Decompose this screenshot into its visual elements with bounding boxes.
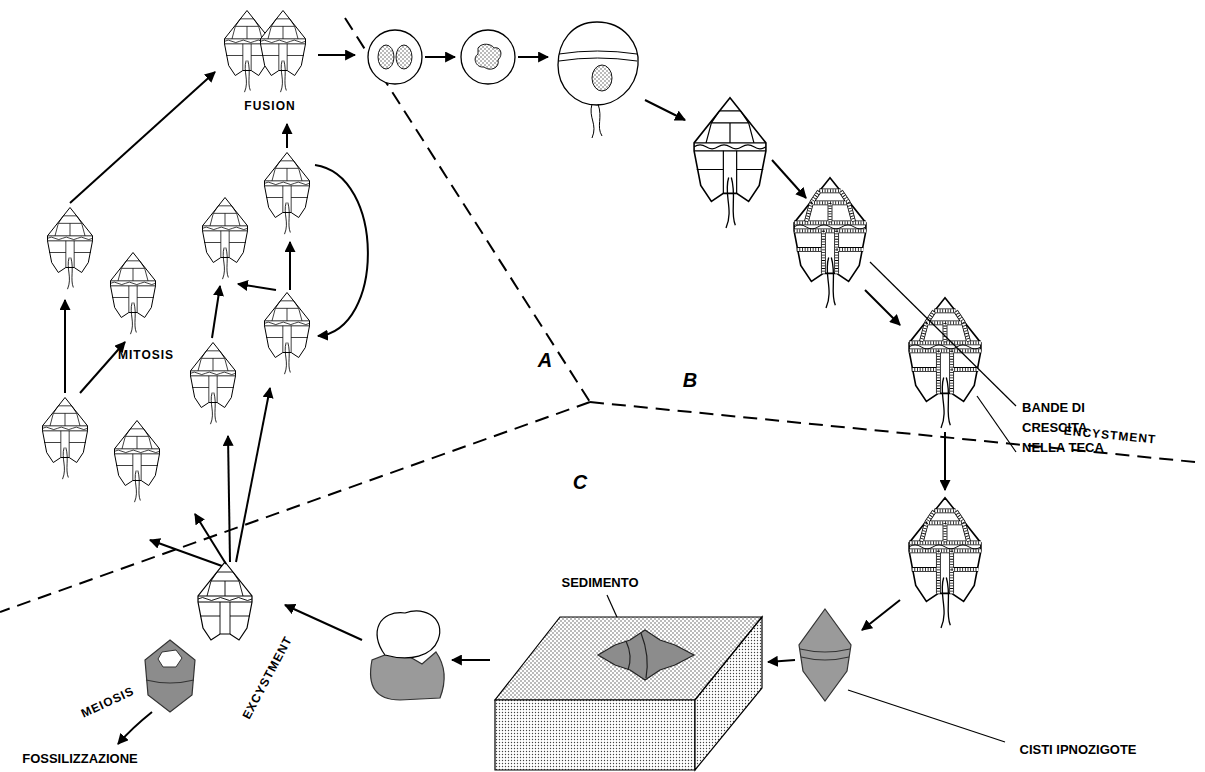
zygote-circle — [368, 30, 422, 84]
arrow — [212, 286, 220, 338]
dashed-divider — [590, 402, 1195, 462]
phase-letter: A — [538, 349, 552, 372]
vegetative-cell — [265, 293, 310, 375]
phase-b-arrows — [425, 57, 945, 490]
arrow — [238, 284, 276, 290]
arrow — [772, 160, 806, 198]
dashed-divider — [345, 18, 590, 402]
arrow — [862, 600, 900, 630]
phase-c-illustration — [145, 498, 981, 770]
arrow — [228, 436, 230, 562]
curved-arrow — [118, 712, 152, 744]
arrow — [195, 514, 226, 564]
arrow — [645, 100, 685, 120]
arrow — [286, 124, 288, 148]
nucleus — [396, 45, 412, 69]
leader-line — [870, 262, 1016, 406]
flagellum — [591, 104, 602, 138]
arrow — [236, 388, 270, 562]
arrow — [944, 432, 946, 490]
arrow — [64, 300, 66, 393]
planozygote-thecate — [694, 98, 766, 228]
emerging-cell — [377, 611, 440, 658]
gamete-cell — [111, 253, 156, 335]
girdle — [559, 51, 637, 61]
arrow — [70, 72, 215, 203]
archeopyle — [158, 650, 182, 667]
sediment-side — [695, 617, 762, 770]
banded-cell — [909, 298, 981, 428]
phase-a-arrows — [65, 55, 368, 566]
gamete-cell — [203, 198, 248, 280]
arrow — [768, 660, 795, 662]
stage-label: MITOSIS — [118, 349, 174, 363]
division-lines — [0, 18, 1195, 612]
leader-line — [848, 690, 1005, 742]
vegetative-cell — [115, 421, 160, 503]
callout-label: CISTI IPNOZIGOTE — [1019, 743, 1136, 758]
gamete-cell — [265, 153, 310, 235]
stage-label: MEIOSIS — [79, 685, 137, 722]
fusing-gamete — [261, 11, 306, 93]
phase-a-cells — [43, 11, 310, 641]
nucleus — [378, 45, 394, 69]
planozygote — [558, 22, 638, 105]
callout-label: FOSSILIZZAZIONE — [22, 752, 138, 767]
nucleus — [592, 65, 612, 91]
zygote-circle — [461, 30, 515, 84]
arrow — [518, 56, 548, 58]
fossil-cyst — [145, 640, 195, 712]
phase-b-illustration — [368, 22, 981, 428]
arrow — [318, 54, 355, 56]
gamete-cell — [48, 208, 93, 290]
phase-letter: C — [573, 471, 587, 494]
arrow — [289, 242, 291, 290]
arrow — [425, 56, 455, 58]
curved-arrow — [315, 165, 368, 336]
arrow — [865, 290, 900, 325]
cyst-band — [626, 633, 647, 678]
sediment-front — [495, 700, 695, 770]
phase-letter: B — [683, 369, 697, 392]
encysting-cell — [909, 498, 981, 628]
cyst-band — [146, 680, 194, 683]
stage-label: FUSION — [244, 100, 295, 114]
excysted-cell — [198, 562, 252, 640]
arrow — [452, 659, 490, 661]
dashed-divider — [0, 402, 590, 612]
leader-line — [977, 396, 1016, 452]
callout-label: SEDIMENTO — [561, 576, 638, 591]
arrow — [285, 605, 362, 640]
buried-cyst — [598, 630, 694, 680]
arrow — [150, 540, 222, 566]
phase-c-arrows — [118, 600, 900, 744]
vegetative-cell — [43, 398, 88, 480]
hypnozygote-cyst — [799, 609, 851, 701]
fused-nucleus — [475, 44, 501, 69]
stage-label: EXCYSTMENT — [240, 634, 295, 722]
vegetative-cell — [191, 343, 236, 425]
